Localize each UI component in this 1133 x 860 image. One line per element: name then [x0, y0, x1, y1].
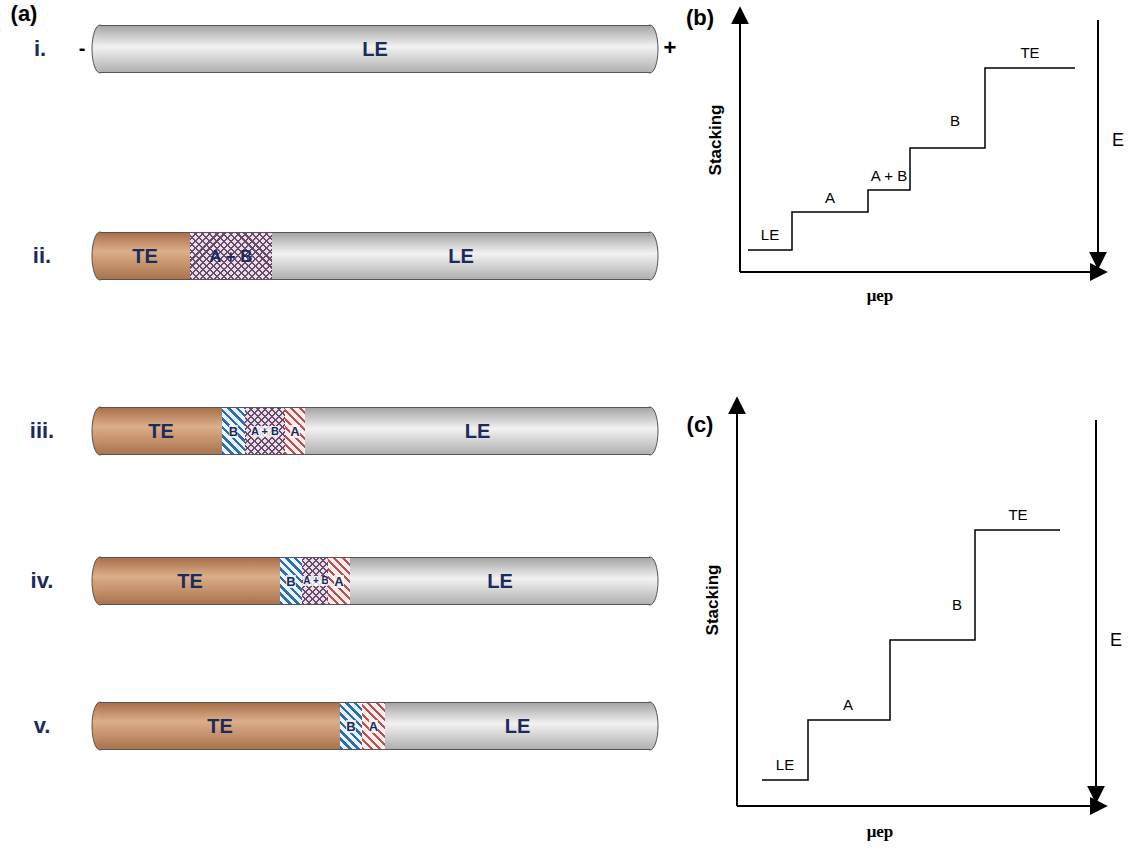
leading-electrolyte-zone: LE	[100, 25, 650, 73]
stacking-graph-b	[740, 8, 1106, 272]
panel-label: (c)	[687, 412, 714, 438]
analyte-a-zone: A	[285, 407, 305, 455]
leading-electrolyte-zone: LE	[385, 702, 650, 750]
panel-label: (a)	[11, 1, 38, 27]
zone-label: B	[346, 720, 355, 733]
step-label: LE	[761, 226, 779, 243]
terminating-electrolyte-zone: TE	[100, 407, 222, 455]
step-label: B	[952, 596, 962, 613]
leading-electrolyte-zone: LE	[350, 557, 650, 605]
axis-label: μep	[867, 822, 894, 842]
zone-label: LE	[487, 571, 513, 591]
zone-label: LE	[362, 39, 388, 59]
zone-label: A	[334, 575, 343, 588]
leading-electrolyte-zone: LE	[272, 232, 650, 280]
axis-label: Stacking	[703, 565, 723, 636]
zone-label: LE	[465, 421, 491, 441]
zone-label: LE	[505, 716, 531, 736]
row-label: i.	[34, 36, 46, 62]
step-label: B	[950, 112, 960, 129]
axis-label: Stacking	[706, 105, 726, 176]
terminating-electrolyte-zone: TE	[100, 232, 190, 280]
analyte-b-zone: B	[222, 407, 245, 455]
field-label: E	[1112, 130, 1124, 151]
field-label: E	[1110, 630, 1122, 651]
step-label: A + B	[871, 167, 907, 184]
terminating-electrolyte-zone: TE	[100, 557, 280, 605]
zone-label: B	[286, 575, 295, 588]
row-label: ii.	[33, 243, 51, 269]
zone-label: LE	[448, 246, 474, 266]
step-label: A	[843, 696, 853, 713]
step-label: TE	[1008, 506, 1027, 523]
panel-label: (b)	[686, 5, 714, 31]
row-label: iv.	[31, 568, 54, 594]
row-label: iii.	[30, 418, 54, 444]
step-label: LE	[776, 756, 794, 773]
electrode-sign: -	[79, 37, 86, 60]
zone-label: TE	[207, 716, 233, 736]
analyte-b-zone: B	[340, 702, 362, 750]
zone-label: A + B	[303, 576, 328, 586]
step-label: TE	[1020, 44, 1039, 61]
zone-label: TE	[132, 246, 158, 266]
stacking-graph-c	[737, 398, 1106, 806]
zone-label: TE	[148, 421, 174, 441]
analyte-a-zone: A	[362, 702, 385, 750]
mixed-sample-zone: A + B	[190, 232, 272, 280]
mixed-sample-zone: A + B	[245, 407, 285, 455]
step-label: A	[825, 189, 835, 206]
analyte-a-zone: A	[328, 557, 350, 605]
electrode-sign: +	[664, 35, 677, 61]
terminating-electrolyte-zone: TE	[100, 702, 340, 750]
axis-label: μep	[867, 286, 894, 306]
zone-label: A	[290, 425, 299, 438]
analyte-b-zone: B	[280, 557, 302, 605]
zone-label: A	[369, 720, 378, 733]
mixed-sample-zone: A + B	[302, 557, 330, 605]
zone-label: A + B	[251, 426, 279, 437]
zone-label: B	[229, 425, 238, 438]
zone-label: TE	[177, 571, 203, 591]
row-label: v.	[34, 713, 51, 739]
zone-label: A + B	[209, 248, 252, 265]
leading-electrolyte-zone: LE	[305, 407, 650, 455]
